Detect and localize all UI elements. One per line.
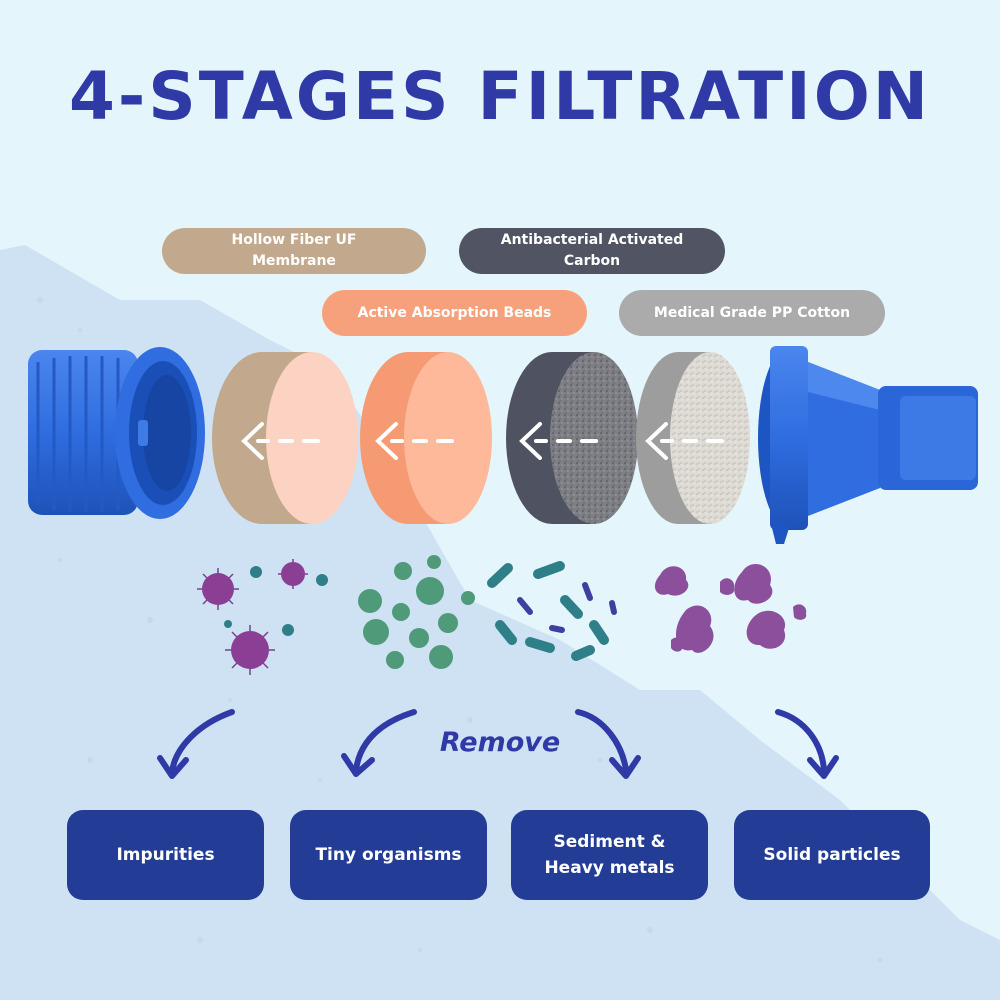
disc-hollow-fiber [212, 352, 358, 524]
result-impurities: Impurities [67, 810, 264, 900]
result-solid-particles: Solid particles [734, 810, 930, 900]
bacteria-cluster-icon [358, 555, 475, 669]
disc-pp-cotton [636, 352, 750, 524]
disc-absorption-beads [360, 352, 492, 524]
page-title: 4-STAGES FILTRATION [68, 58, 932, 135]
housing-nozzle-right [758, 346, 978, 544]
flow-direction-arrow-icon [241, 422, 724, 460]
curved-down-arrow-icon [157, 709, 839, 779]
virus-icon [197, 559, 328, 675]
housing-cap-left [28, 347, 205, 519]
sediment-blob-icon [654, 564, 807, 653]
result-tiny-organisms: Tiny organisms [290, 810, 487, 900]
remove-label: Remove [439, 727, 561, 758]
label-hollow-fiber-membrane: Hollow Fiber UF Membrane [162, 228, 426, 274]
bacteria-rod-icon [487, 561, 617, 661]
label-absorption-beads: Active Absorption Beads [322, 290, 587, 336]
label-pp-cotton: Medical Grade PP Cotton [619, 290, 885, 336]
result-sediment-heavy-metals: Sediment & Heavy metals [511, 810, 708, 900]
disc-activated-carbon [506, 352, 638, 524]
label-activated-carbon: Antibacterial Activated Carbon [459, 228, 725, 274]
